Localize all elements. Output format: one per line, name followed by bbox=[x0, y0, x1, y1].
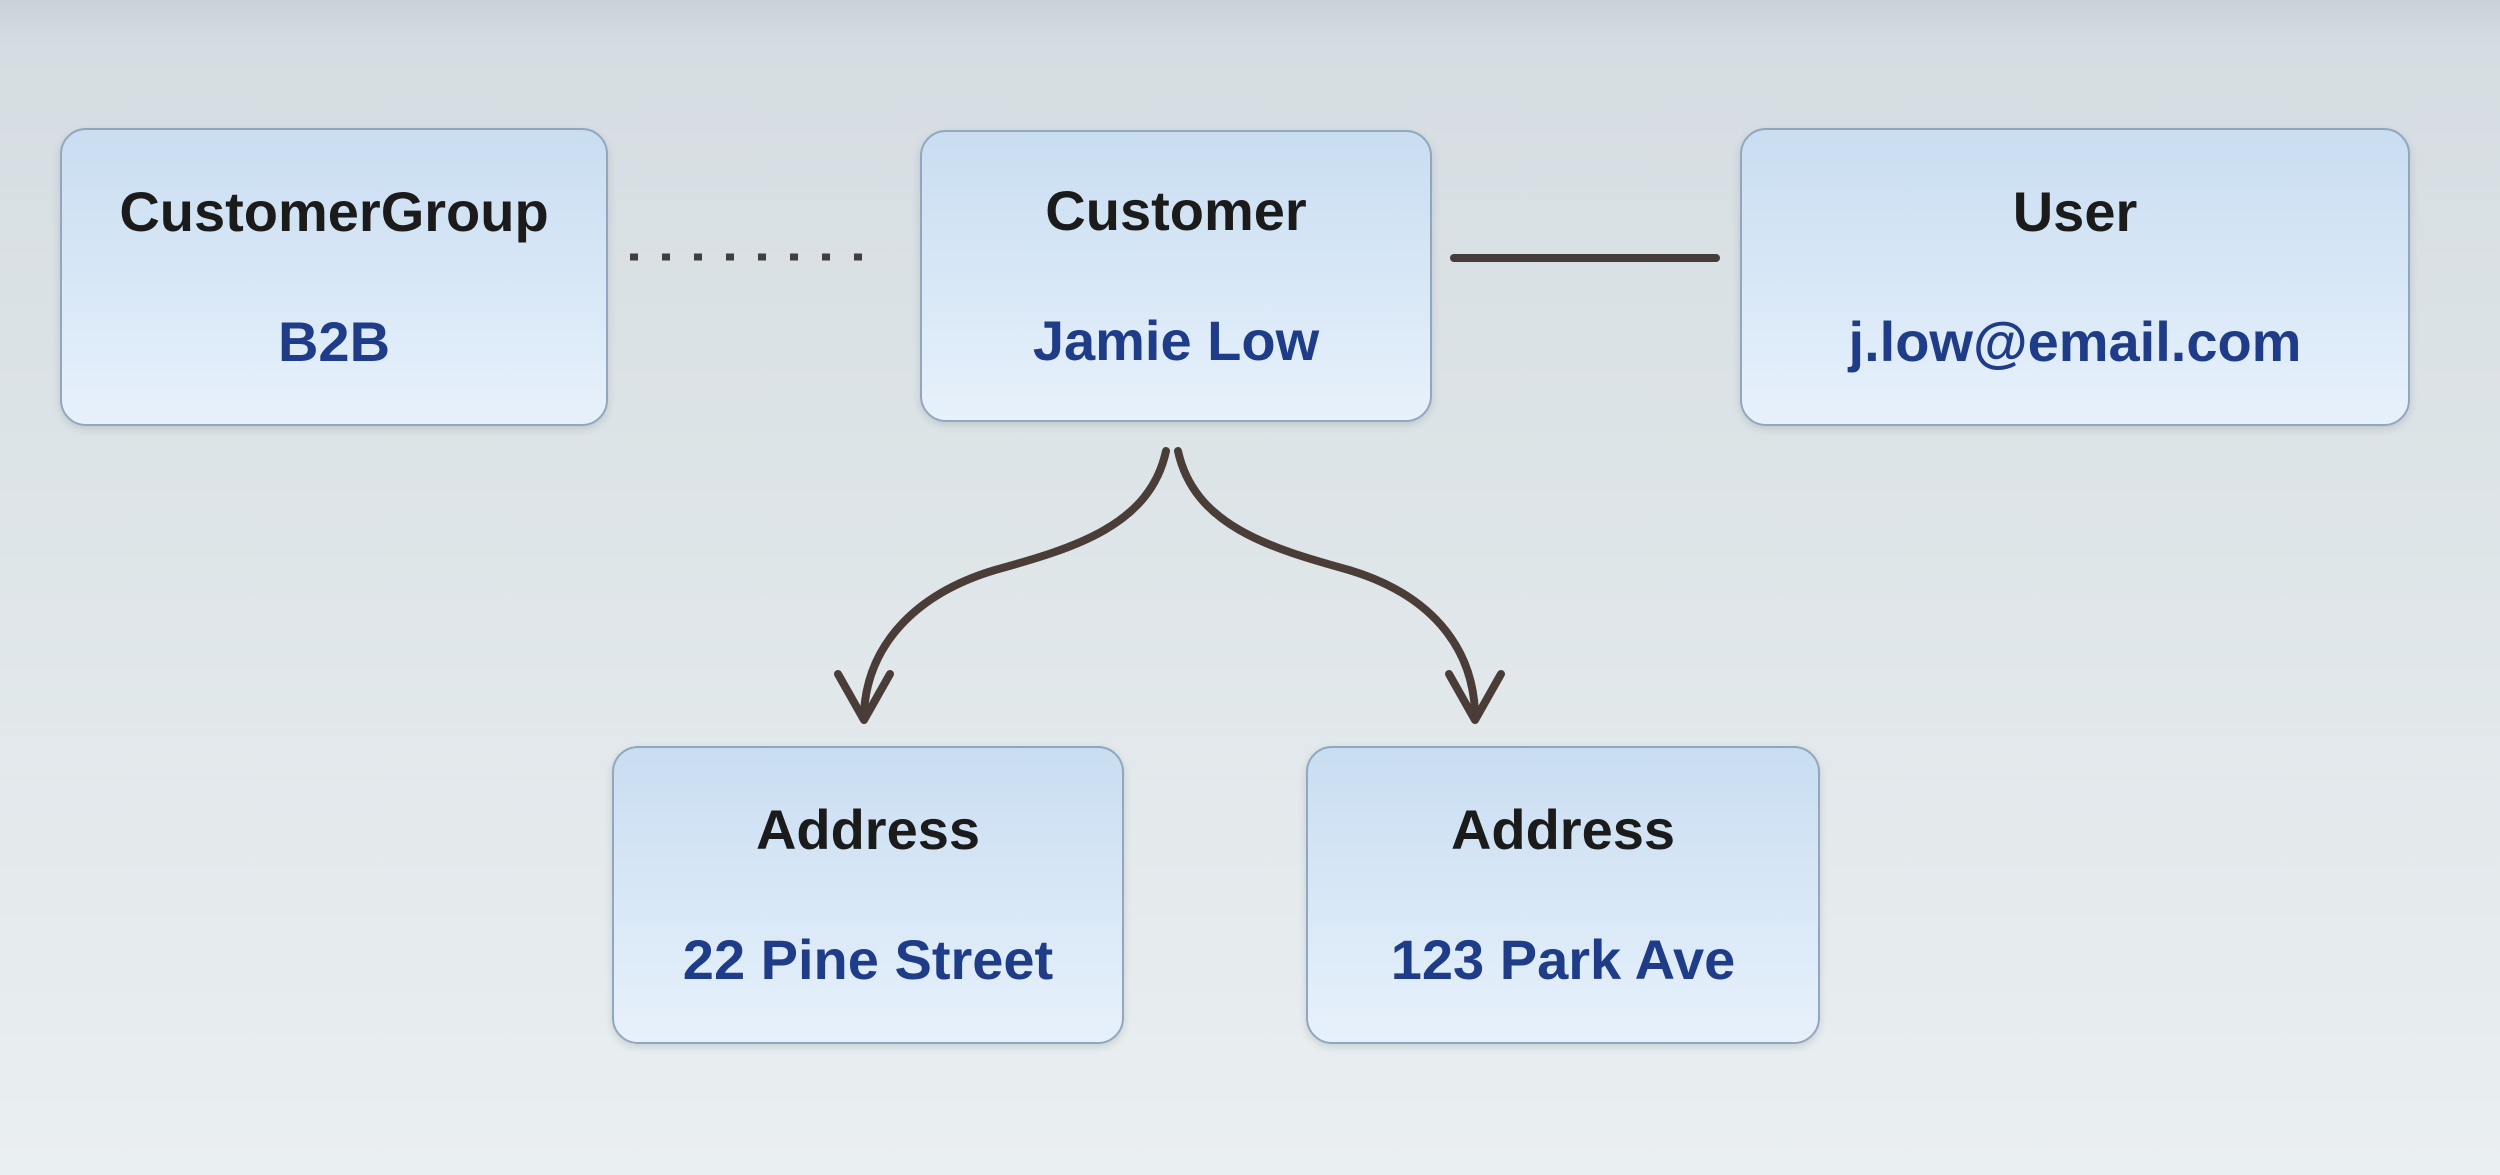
node-value: 22 Pine Street bbox=[682, 928, 1054, 991]
edge-customer-address2 bbox=[1174, 447, 1479, 716]
node-address-2: Address 123 Park Ave bbox=[1306, 746, 1820, 1044]
node-value: B2B bbox=[277, 310, 391, 373]
arrowhead-address2-icon bbox=[1445, 670, 1505, 724]
arrowhead-address1-icon bbox=[834, 670, 894, 724]
node-value: j.low@email.com bbox=[1848, 310, 2302, 373]
node-title: CustomerGroup bbox=[119, 180, 549, 243]
node-value: 123 Park Ave bbox=[1390, 928, 1736, 991]
node-title: Address bbox=[755, 798, 981, 861]
edge-customer-address1 bbox=[860, 447, 1170, 716]
node-title: User bbox=[2012, 180, 2138, 243]
node-customer-group: CustomerGroup B2B bbox=[60, 128, 608, 426]
node-address-1: Address 22 Pine Street bbox=[612, 746, 1124, 1044]
node-user: User j.low@email.com bbox=[1740, 128, 2410, 426]
node-value: Jamie Low bbox=[1032, 309, 1320, 372]
node-title: Customer bbox=[1045, 179, 1307, 242]
node-customer: Customer Jamie Low bbox=[920, 130, 1432, 422]
node-title: Address bbox=[1450, 798, 1676, 861]
